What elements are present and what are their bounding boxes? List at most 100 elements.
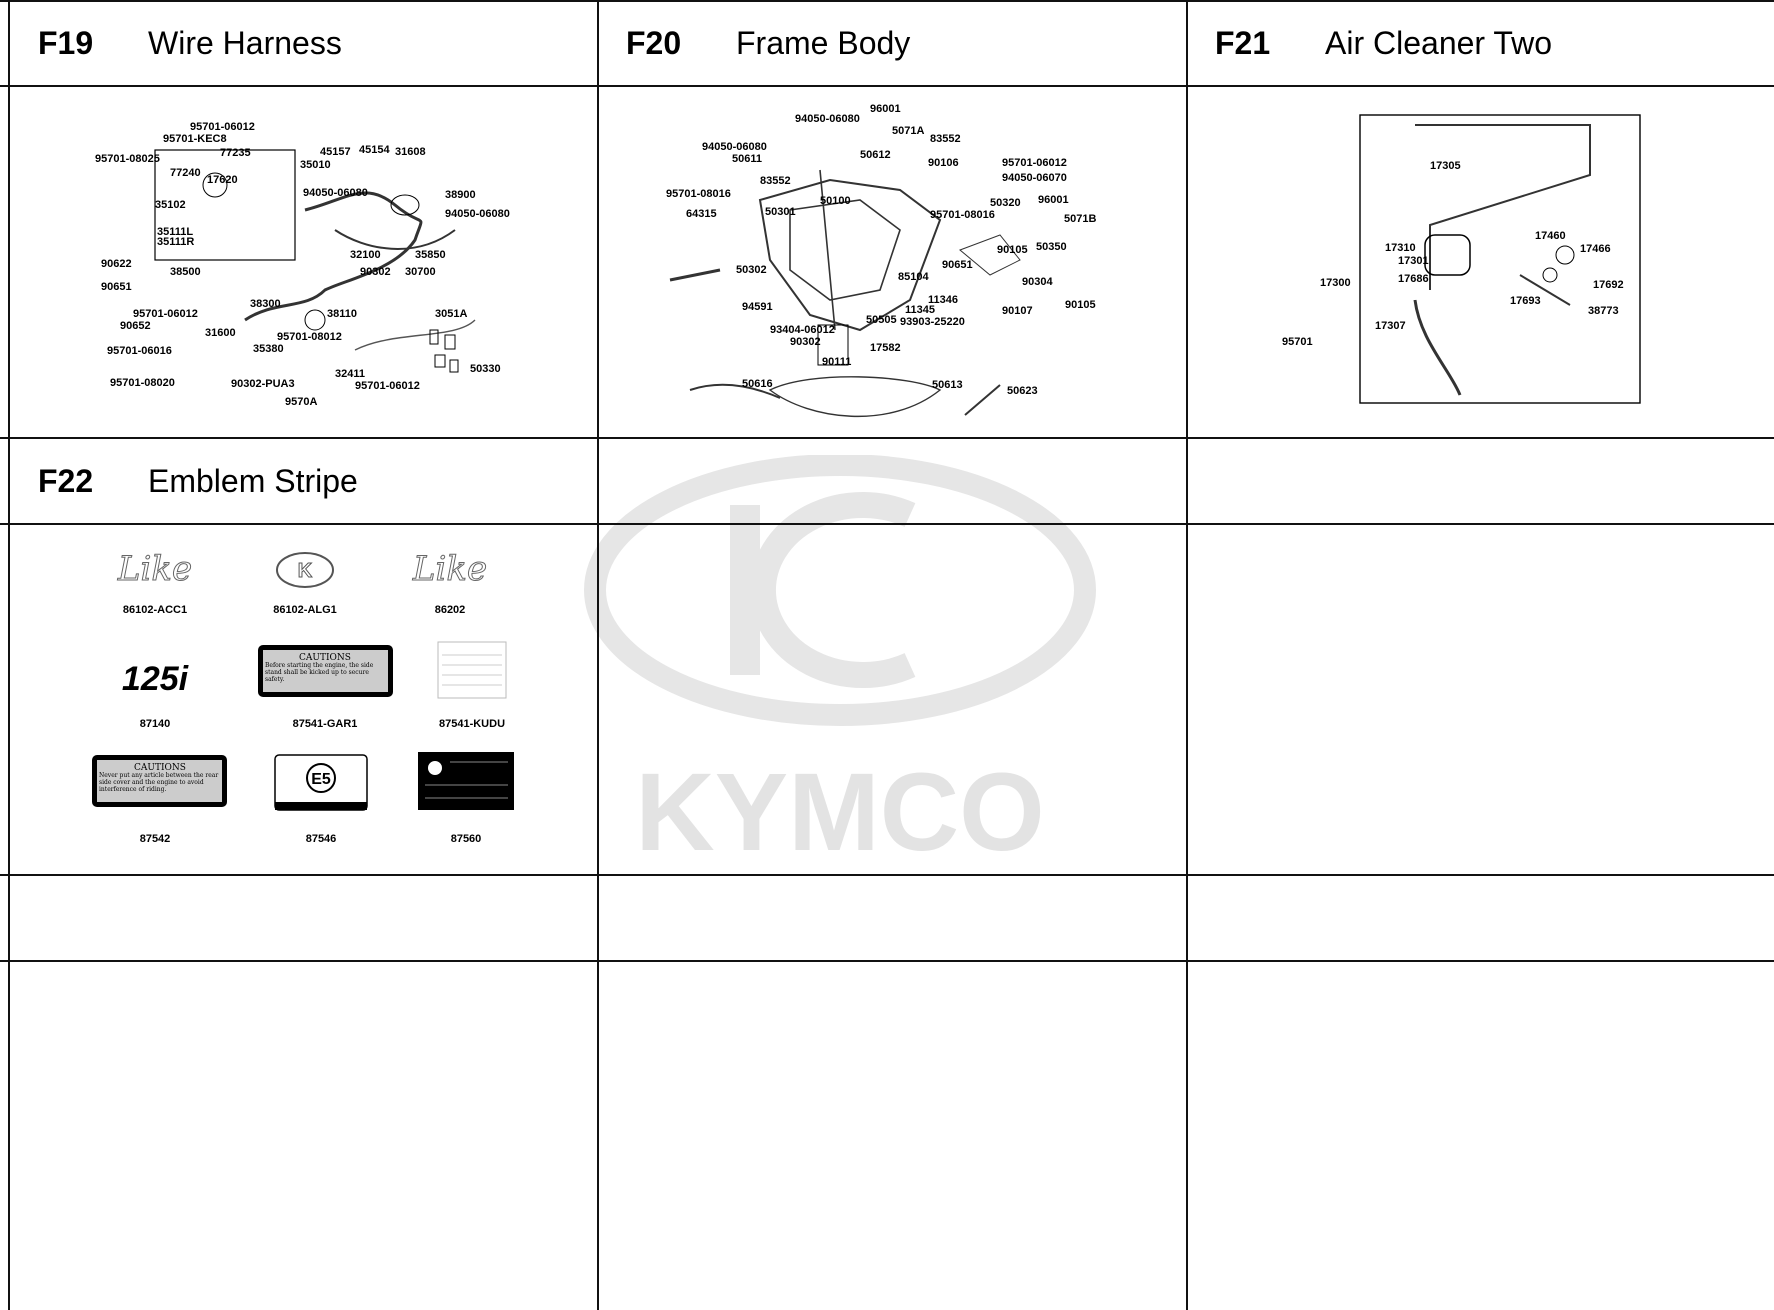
- part-label: 45154: [359, 144, 390, 156]
- part-label: 85104: [898, 271, 929, 283]
- part-label: 35010: [300, 159, 331, 171]
- grid-line: [1186, 0, 1188, 1310]
- part-label: 17692: [1593, 279, 1624, 291]
- cell-title-f22: F22 Emblem Stripe: [38, 439, 358, 523]
- part-label: 50302: [736, 264, 767, 276]
- part-label: 38900: [445, 189, 476, 201]
- part-number: 87541-KUDU: [439, 718, 505, 730]
- part-label: 64315: [686, 208, 717, 220]
- part-label: 17620: [207, 174, 238, 186]
- cell-title-f21: F21 Air Cleaner Two: [1215, 1, 1552, 85]
- part-label: 95701-08020: [110, 377, 175, 389]
- part-label: 3051A: [435, 308, 467, 320]
- part-label: 50613: [932, 379, 963, 391]
- part-label: 77240: [170, 167, 201, 179]
- part-label: 95701-08016: [666, 188, 731, 200]
- cell-name: Air Cleaner Two: [1325, 24, 1553, 61]
- part-label: 94050-06080: [303, 187, 368, 199]
- part-label: 50505: [866, 314, 897, 326]
- part-label: 50350: [1036, 241, 1067, 253]
- part-label: 95701-06016: [107, 345, 172, 357]
- part-label: 83552: [930, 133, 961, 145]
- part-label: 90302: [360, 266, 391, 278]
- caution-text: Never put any article between the rear s…: [99, 772, 219, 793]
- part-label: 90105: [1065, 299, 1096, 311]
- part-label: 38110: [327, 308, 357, 320]
- part-label: 35850: [415, 249, 446, 261]
- part-number: 87542: [140, 833, 171, 845]
- part-number: 86102-ALG1: [273, 604, 337, 616]
- cell-code: F22: [38, 462, 94, 499]
- part-label: 90111: [822, 356, 851, 368]
- grid-line: [8, 0, 10, 1310]
- cell-name: Emblem Stripe: [148, 462, 358, 499]
- grid-line: [0, 874, 1774, 876]
- part-label: 5071A: [892, 125, 924, 137]
- part-label: 50301: [765, 206, 796, 218]
- part-label: 35102: [155, 199, 186, 211]
- part-label: 95701-KEC8: [163, 133, 227, 145]
- part-label: 94050-06080: [795, 113, 860, 125]
- part-label: 38300: [250, 298, 281, 310]
- part-label: 17466: [1580, 243, 1611, 255]
- part-label: 90107: [1002, 305, 1033, 317]
- part-label: 93903-25220: [900, 316, 965, 328]
- part-label: 90105: [997, 244, 1028, 256]
- grid-line: [0, 85, 1774, 87]
- part-label: 93404-06012: [770, 324, 835, 336]
- part-label: 17307: [1375, 320, 1406, 332]
- part-label: 31608: [395, 146, 426, 158]
- part-label: 77235: [220, 147, 251, 159]
- part-label: 17305: [1430, 160, 1461, 172]
- part-label: 90302-PUA3: [231, 378, 295, 390]
- part-number: 86202: [435, 604, 466, 616]
- part-label: 17301: [1398, 255, 1429, 267]
- part-label: 17582: [870, 342, 901, 354]
- part-label: 9570A: [285, 396, 317, 408]
- part-label: 95701-08016: [930, 209, 995, 221]
- emblem-stripe-diagram: Like K Like 86102-ACC1 86102-ALG1 86202 …: [92, 549, 514, 845]
- part-label: 94050-06080: [702, 141, 767, 153]
- part-label: 96001: [870, 103, 901, 115]
- grid-line: [0, 437, 1774, 439]
- part-label: 17460: [1535, 230, 1566, 242]
- part-label: 96001: [1038, 194, 1069, 206]
- wire-harness-diagram: 95701-06012 95701-KEC8 95701-08025 77235…: [95, 121, 510, 408]
- e5-mark: E5: [311, 771, 331, 788]
- part-label: 50320: [990, 197, 1021, 209]
- part-label: 17300: [1320, 277, 1351, 289]
- grid-line: [597, 0, 599, 1310]
- part-label: 94591: [742, 301, 773, 313]
- part-label: 30700: [405, 266, 436, 278]
- part-number: 87140: [140, 718, 171, 730]
- part-label: 83552: [760, 175, 791, 187]
- part-label: 5071B: [1064, 213, 1096, 225]
- like-emblem: Like: [117, 549, 192, 589]
- caution-text: Before starting the engine, the side sta…: [265, 662, 374, 683]
- part-number: 87560: [451, 833, 482, 845]
- part-label: 50100: [820, 195, 851, 207]
- part-label: 35380: [253, 343, 284, 355]
- part-label: 45157: [320, 146, 351, 158]
- cell-code: F21: [1215, 24, 1271, 61]
- svg-text:K: K: [298, 560, 313, 582]
- part-label: 90651: [101, 281, 132, 293]
- part-label: 50616: [742, 378, 773, 390]
- part-label: 95701-06012: [355, 380, 420, 392]
- part-label: 17693: [1510, 295, 1541, 307]
- part-label: 95701-06012: [133, 308, 198, 320]
- grid-line: [0, 523, 1774, 525]
- part-label: 50612: [860, 149, 891, 161]
- grid-line: [0, 960, 1774, 962]
- part-label: 90106: [928, 157, 959, 169]
- part-label: 31600: [205, 327, 236, 339]
- part-label: 32411: [335, 368, 365, 380]
- part-label: 94050-06080: [445, 208, 510, 220]
- cell-name: Frame Body: [736, 24, 911, 61]
- part-number: 87541-GAR1: [293, 718, 358, 730]
- part-label: 17310: [1385, 242, 1416, 254]
- cell-title-f19: F19 Wire Harness: [38, 1, 342, 85]
- grid-line: [0, 0, 1774, 2]
- part-label: 90651: [942, 259, 973, 271]
